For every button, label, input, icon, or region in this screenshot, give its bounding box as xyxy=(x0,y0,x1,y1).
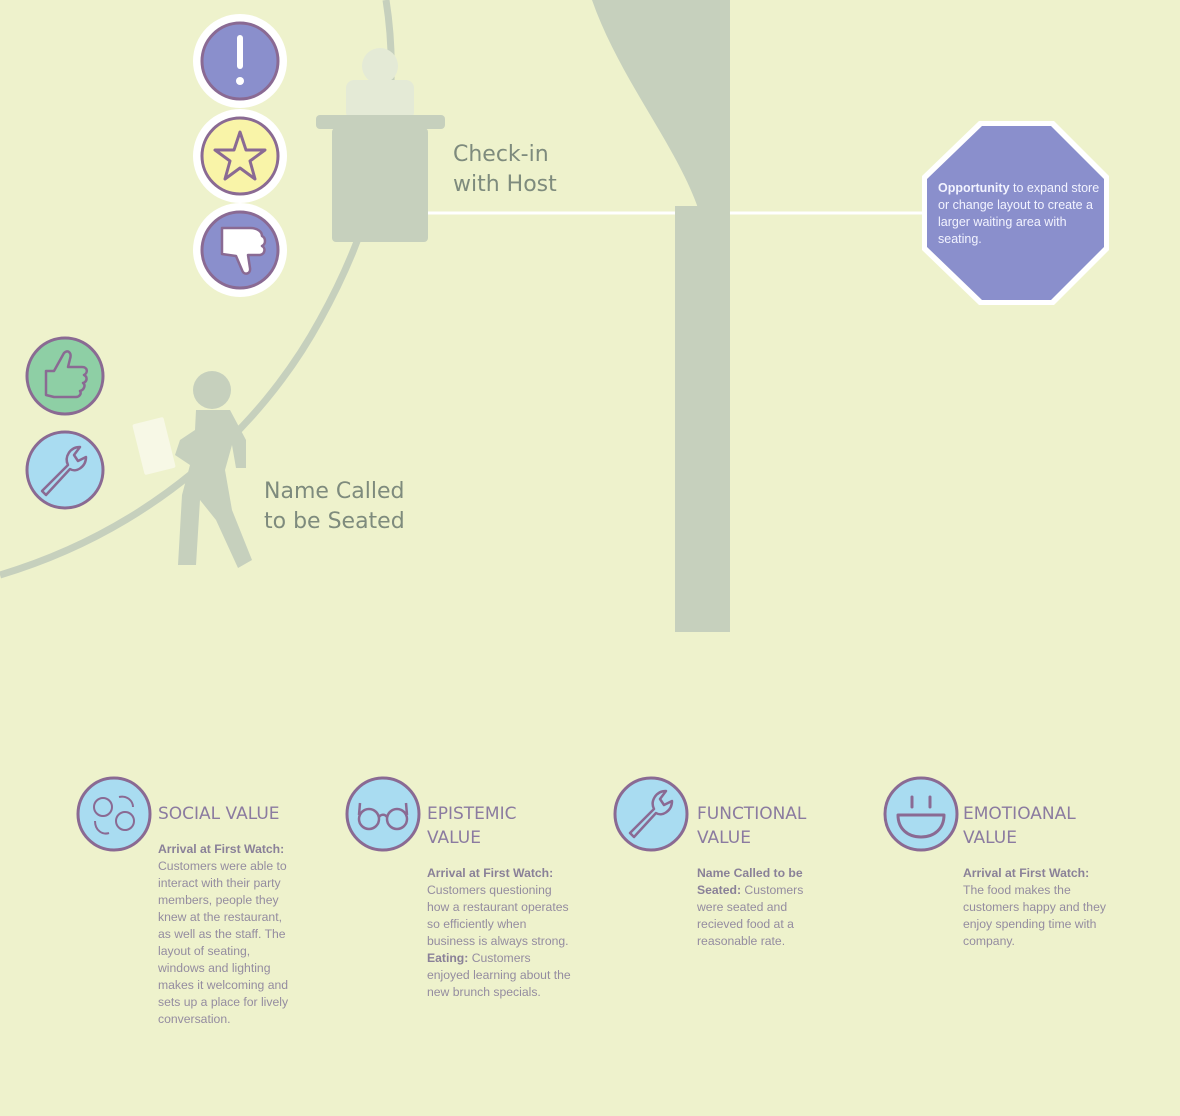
opportunity-body: to expand store or change layout to crea… xyxy=(938,181,1100,246)
functional-value-lead: Name Called to be Seated: xyxy=(697,866,803,897)
customer-figure xyxy=(132,371,252,568)
emotional-value-body: Arrival at First Watch: The food makes t… xyxy=(963,865,1111,950)
emotional-value-text: The food makes the customers happy and t… xyxy=(963,883,1106,948)
social-value-title-line1: SOCIAL VALUE xyxy=(158,804,280,824)
epistemic-value-lead-2: Eating: xyxy=(427,951,469,965)
epistemic-value-title-line1: EPISTEMIC xyxy=(427,804,517,824)
smiley-icon xyxy=(883,776,959,852)
queue-bar xyxy=(675,206,730,632)
epistemic-value-text-2: Customers enjoyed learning about the new… xyxy=(427,951,571,999)
thumbs-up-icon xyxy=(25,336,105,416)
thumbs-down-icon xyxy=(193,203,287,297)
social-value-body: Arrival at First Watch: Customers were a… xyxy=(158,841,298,1028)
epistemic-value-lead-1: Arrival at First Watch: xyxy=(427,866,554,880)
opportunity-text: Opportunity to expand store or change la… xyxy=(938,180,1100,248)
epistemic-value-text-1: Customers questioning how a restaurant o… xyxy=(427,883,569,948)
checkin-label-line1: Check-in xyxy=(453,142,549,167)
social-value-text: Customers were able to interact with the… xyxy=(158,859,289,1026)
opportunity-lead: Opportunity xyxy=(938,181,1010,195)
checkin-label: Check-in with Host xyxy=(453,140,557,200)
functional-value-title: FUNCTIONAL VALUE xyxy=(697,802,806,850)
emotional-value-title-line2: VALUE xyxy=(963,828,1017,848)
waiting-area-shape xyxy=(592,0,730,214)
checkin-label-line2: with Host xyxy=(453,172,557,197)
epistemic-value-body: Arrival at First Watch: Customers questi… xyxy=(427,865,573,1001)
functional-value-body: Name Called to be Seated: Customers were… xyxy=(697,865,831,950)
host-figure xyxy=(316,48,445,242)
star-icon xyxy=(193,109,287,203)
emotional-value-title-line1: EMOTIOANAL xyxy=(963,804,1076,824)
epistemic-value-title: EPISTEMIC VALUE xyxy=(427,802,516,850)
social-value-lead: Arrival at First Watch: xyxy=(158,842,285,856)
emotional-value-lead: Arrival at First Watch: xyxy=(963,866,1090,880)
wrench-icon xyxy=(613,776,689,852)
alert-icon xyxy=(193,14,287,108)
emotional-value-title: EMOTIOANAL VALUE xyxy=(963,802,1076,850)
functional-value-title-line2: VALUE xyxy=(697,828,751,848)
epistemic-value-title-line2: VALUE xyxy=(427,828,481,848)
social-value-title: SOCIAL VALUE xyxy=(158,802,280,826)
functional-value-title-line1: FUNCTIONAL xyxy=(697,804,807,824)
called-label: Name Called to be Seated xyxy=(264,477,405,537)
wrench-icon xyxy=(25,430,105,510)
functional-value-text: Customers were seated and recieved food … xyxy=(697,883,804,948)
glasses-icon xyxy=(345,776,421,852)
social-bubbles-icon xyxy=(76,776,152,852)
called-label-line2: to be Seated xyxy=(264,509,405,534)
called-label-line1: Name Called xyxy=(264,479,405,504)
